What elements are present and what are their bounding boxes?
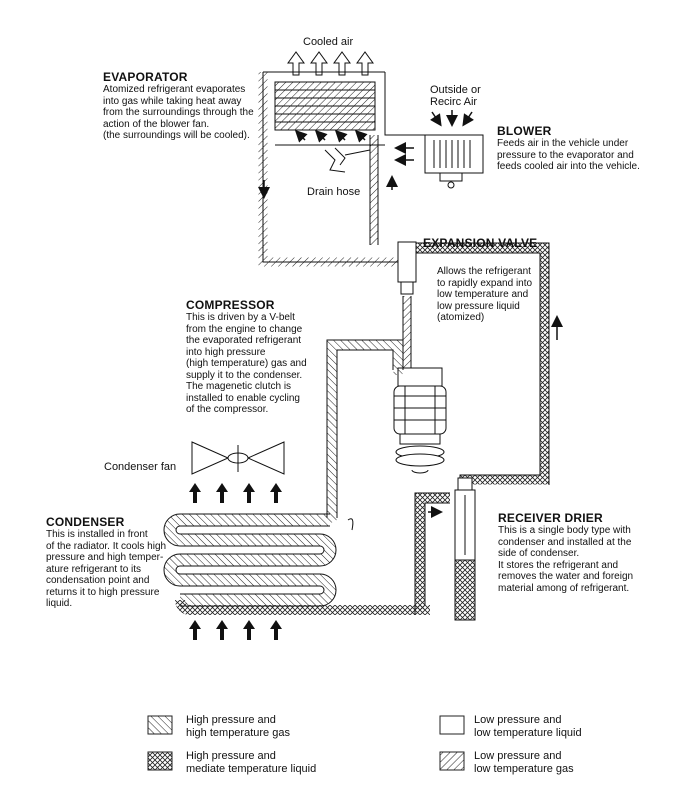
condenser-title: CONDENSER [46, 515, 125, 529]
expansion-valve-text: Allows the refrigerant to rapidly expand… [437, 266, 533, 323]
legend-swatch-lp-gas [439, 751, 465, 771]
legend-label-lp-gas: Low pressure and low temperature gas [474, 750, 574, 775]
condenser-fan [191, 441, 285, 475]
evaporator-text: Atomized refrigerant evaporates into gas… [103, 84, 254, 141]
condenser-fan-label: Condenser fan [104, 461, 177, 473]
blower-title: BLOWER [497, 124, 552, 138]
receiver-drier-title: RECEIVER DRIER [498, 511, 603, 525]
receiver-drier-text: This is a single body type with condense… [498, 525, 634, 594]
evaporator-title: EVAPORATOR [103, 70, 188, 84]
drain-hose [324, 147, 371, 173]
drain-hose-label: Drain hose [307, 186, 361, 198]
legend-label-hp-liquid: High pressure and mediate temperature li… [186, 750, 317, 775]
legend-swatch-hp-liquid [147, 751, 173, 771]
expansion-valve-title: EXPANSION VALVE [423, 236, 538, 250]
evaporator-case [258, 71, 480, 267]
outside-air-arrows [430, 110, 474, 127]
legend-label-hp-gas: High pressure and high temperature gas [186, 714, 290, 739]
blower-text: Feeds air in the vehicle under pressure … [497, 138, 640, 172]
compressor-title: COMPRESSOR [186, 298, 275, 312]
condenser-to-receiver-line [415, 493, 450, 610]
expansion-valve [397, 241, 417, 295]
blower-unit [424, 134, 484, 189]
discharge-line [327, 340, 403, 523]
outside-air-label: Outside or Recirc Air [430, 84, 481, 108]
legend-label-lp-liquid: Low pressure and low temperature liquid [474, 714, 582, 739]
receiver-drier [454, 477, 476, 621]
legend-swatch-hp-gas [147, 715, 173, 735]
evaporator-airflow-arrows [258, 129, 414, 199]
fan-airflow-arrows-top [189, 483, 282, 503]
fan-airflow-arrows-bottom [189, 620, 282, 640]
condenser-text: This is installed in front of the radiat… [46, 529, 167, 609]
compressor [393, 367, 447, 474]
compressor-text: This is driven by a V-belt from the engi… [186, 312, 307, 415]
cooled-air-arrows [287, 51, 374, 76]
condenser-coils [163, 513, 430, 615]
evaporator-core [274, 81, 376, 131]
cooled-air-label: Cooled air [303, 36, 354, 48]
legend-swatch-lp-liquid [439, 715, 465, 735]
